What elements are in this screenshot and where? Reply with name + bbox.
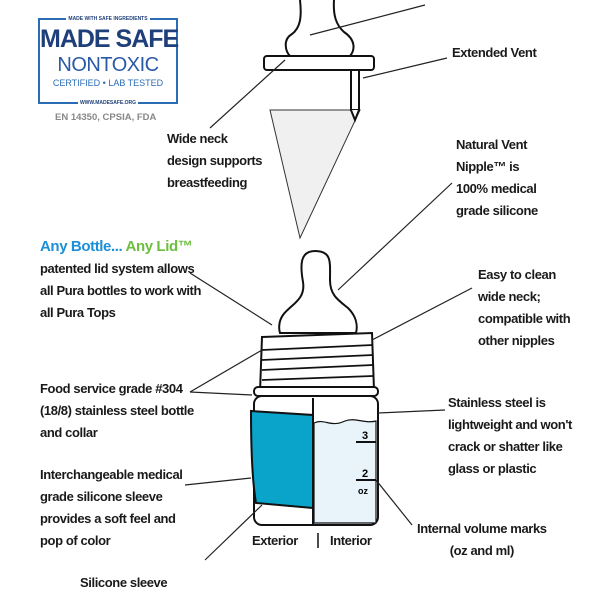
label-food-grade: Food service grade #304(18/8) stainless …: [40, 381, 194, 440]
made-safe-logo: MADE WITH SAFE INGREDIENTS MADE SAFE NON…: [38, 16, 179, 106]
logo-title: MADE SAFE: [40, 25, 179, 53]
bottle-drawing: [249, 249, 379, 548]
collar-threads: [261, 344, 374, 381]
label-any-bottle-any-lid: Any Bottle... Any Lid™ patented lid syst…: [40, 238, 202, 320]
mark-label-3: 3: [362, 430, 368, 442]
mark-label-2: 2: [362, 468, 368, 480]
cone-shape: [269, 109, 361, 240]
leader-lines: [184, 4, 473, 561]
collar-base: [253, 386, 379, 397]
logo-subtitle: NONTOXIC: [57, 54, 159, 76]
extended-vent-tube: [350, 69, 360, 111]
any-lid-text: Any Lid™: [125, 238, 193, 255]
any-bottle-text: Any Bottle...: [40, 238, 123, 255]
top-nipple-drawing: [263, 0, 375, 240]
label-exterior: Exterior: [252, 533, 298, 548]
collar: [258, 331, 376, 394]
label-volume: Internal volume marks(oz and ml): [417, 521, 547, 558]
logo-top-text: MADE WITH SAFE INGREDIENTS: [66, 16, 150, 22]
sleeve: [249, 409, 314, 510]
nipple: [278, 249, 358, 334]
top-collar-ring: [263, 55, 375, 71]
label-interior: Interior: [330, 533, 372, 548]
label-extended-vent: Extended Vent: [452, 45, 537, 60]
label-silicone-sleeve: Silicone sleeve: [80, 575, 168, 590]
logo-certified: CERTIFIED • LAB TESTED: [52, 78, 164, 88]
standards-text: EN 14350, CPSIA, FDA: [55, 112, 157, 123]
mark-label-oz: oz: [358, 486, 368, 496]
liquid: [313, 419, 377, 524]
logo-website: WWW.MADESAFE.ORG: [77, 100, 139, 106]
